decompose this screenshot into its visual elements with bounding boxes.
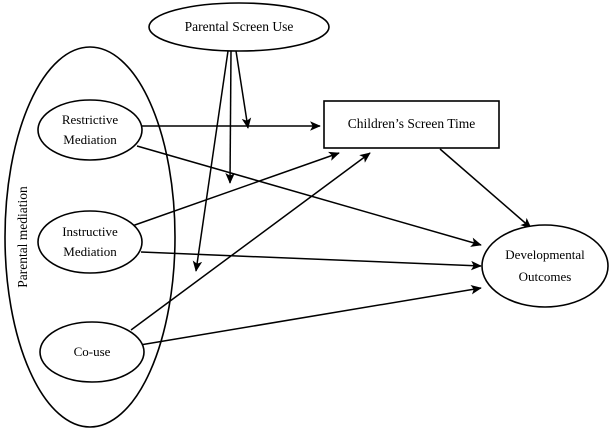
- edge-parental-screen-use-to-instructive-mediation: [225, 50, 235, 184]
- edge-restrictive-mediation-to-developmental-outcomes: [136, 145, 482, 247]
- restrictive-mediation-label-line1: Restrictive: [62, 112, 119, 127]
- node-restrictive-mediation[interactable]: Restrictive Mediation: [37, 99, 143, 161]
- co-use-label: Co-use: [74, 344, 111, 359]
- node-childrens-screen-time[interactable]: Children’s Screen Time: [323, 100, 500, 149]
- developmental-outcomes-ellipse[interactable]: [481, 224, 609, 308]
- developmental-outcomes-label-line1: Developmental: [505, 247, 585, 262]
- node-instructive-mediation[interactable]: Instructive Mediation: [37, 210, 143, 274]
- node-parental-screen-use[interactable]: Parental Screen Use: [148, 2, 330, 52]
- parental-mediation-label: Parental mediation: [15, 186, 30, 288]
- instructive-mediation-ellipse[interactable]: [37, 210, 143, 274]
- instructive-mediation-label-line1: Instructive: [62, 224, 118, 239]
- parental-mediation-ellipse: [4, 46, 176, 428]
- childrens-screen-time-box[interactable]: [323, 100, 500, 149]
- node-developmental-outcomes[interactable]: Developmental Outcomes: [481, 224, 609, 308]
- parental-screen-use-ellipse[interactable]: [148, 2, 330, 52]
- edge-co-use-to-developmental-outcomes: [139, 284, 482, 346]
- developmental-outcomes-label-line2: Outcomes: [519, 269, 572, 284]
- edge-instructive-mediation-to-childrens-screen-time: [131, 151, 340, 227]
- co-use-ellipse[interactable]: [39, 321, 145, 383]
- edge-childrens-screen-time-to-developmental-outcomes: [439, 148, 532, 229]
- parental-screen-use-label: Parental Screen Use: [185, 19, 294, 34]
- edges-layer: [130, 50, 532, 346]
- edge-parental-screen-use-to-childrens-screen-time: [235, 50, 252, 129]
- edge-instructive-mediation-to-developmental-outcomes: [140, 251, 482, 271]
- edge-parental-screen-use-to-co-use: [192, 50, 229, 272]
- restrictive-mediation-ellipse[interactable]: [37, 99, 143, 161]
- restrictive-mediation-label-line2: Mediation: [63, 132, 117, 147]
- instructive-mediation-label-line2: Mediation: [63, 244, 117, 259]
- group-parental-mediation: Parental mediation: [4, 46, 176, 428]
- node-co-use[interactable]: Co-use: [39, 321, 145, 383]
- childrens-screen-time-label: Children’s Screen Time: [348, 116, 476, 131]
- edge-co-use-to-childrens-screen-time: [130, 152, 371, 331]
